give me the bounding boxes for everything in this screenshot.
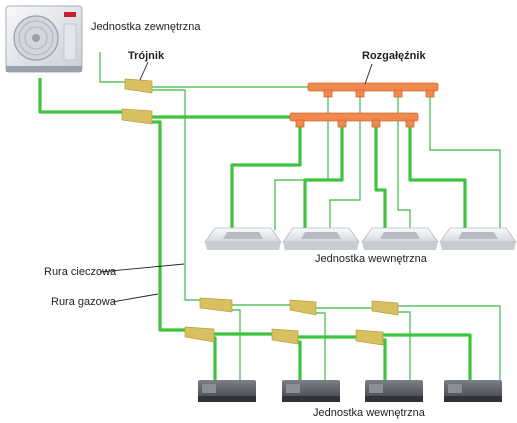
liquid-drop-3 <box>398 311 411 385</box>
tee-lower-1 <box>121 108 153 125</box>
gas-drop-1 <box>212 336 217 385</box>
gas-branch-2 <box>303 127 344 230</box>
ceiling-cassette-icon <box>439 227 517 250</box>
manifold-label: Rozgałęźnik <box>362 50 426 62</box>
outdoor-ac-unit-icon <box>5 5 83 73</box>
cassette-units <box>204 227 517 250</box>
gas-branch-4 <box>408 127 467 230</box>
ducted-unit-icon <box>198 380 256 402</box>
liquid-pipe-outdoor <box>99 52 125 83</box>
tee-gas-c <box>355 329 384 346</box>
gas-pipe-riser <box>150 120 185 332</box>
tee-liquid-c <box>371 300 399 316</box>
liquid-lower-3 <box>398 305 501 392</box>
gas-pipe-label: Rura gazowa <box>51 296 116 308</box>
indoor-units-top-label: Jednostka wewnętrzna <box>315 253 427 265</box>
indoor-units-bottom-label: Jednostka wewnętrzna <box>313 407 425 419</box>
tee-gas-a <box>184 326 215 343</box>
tee-label: Trójnik <box>128 50 165 62</box>
gas-branch-3 <box>374 127 387 230</box>
ducted-unit-icon <box>365 380 423 402</box>
liquid-drop-1 <box>230 309 241 385</box>
ducted-unit-icon <box>282 380 340 402</box>
gas-branch-1 <box>230 127 302 230</box>
liquid-pipe-label: Rura cieczowa <box>44 266 117 278</box>
tee-liquid-a <box>199 297 233 313</box>
tee-joints <box>121 78 399 346</box>
gas-drop-3 <box>383 338 387 385</box>
gas-lower-3 <box>383 333 472 385</box>
liquid-pipe-riser <box>150 89 200 301</box>
liquid-pipe-leader <box>99 263 185 273</box>
liquid-drop-2 <box>316 312 326 385</box>
gas-pipe-outdoor <box>38 78 122 114</box>
tee-upper-1 <box>124 78 153 94</box>
tee-gas-b <box>271 328 299 345</box>
liquid-pipes <box>99 52 501 392</box>
liquid-branch-2 <box>329 96 361 230</box>
ceiling-cassette-icon <box>361 227 439 250</box>
leader-lines <box>99 61 373 303</box>
ducted-unit-icon <box>444 380 502 402</box>
manifold-leader <box>364 63 373 85</box>
manifold-lower <box>289 112 419 128</box>
tee-liquid-b <box>289 299 317 316</box>
ceiling-cassette-icon <box>204 227 282 250</box>
gas-pipes <box>38 78 472 385</box>
liquid-branch-3 <box>397 96 411 230</box>
tee-leader <box>139 61 149 81</box>
outdoor-unit-label: Jednostka zewnętrzna <box>91 21 201 33</box>
liquid-branch-1 <box>274 96 329 230</box>
gas-drop-2 <box>298 340 302 385</box>
duct-units <box>198 380 502 402</box>
gas-pipe-leader <box>111 293 159 303</box>
manifold-upper <box>307 82 439 98</box>
liquid-branch-4 <box>429 96 501 230</box>
ceiling-cassette-icon <box>282 227 360 250</box>
